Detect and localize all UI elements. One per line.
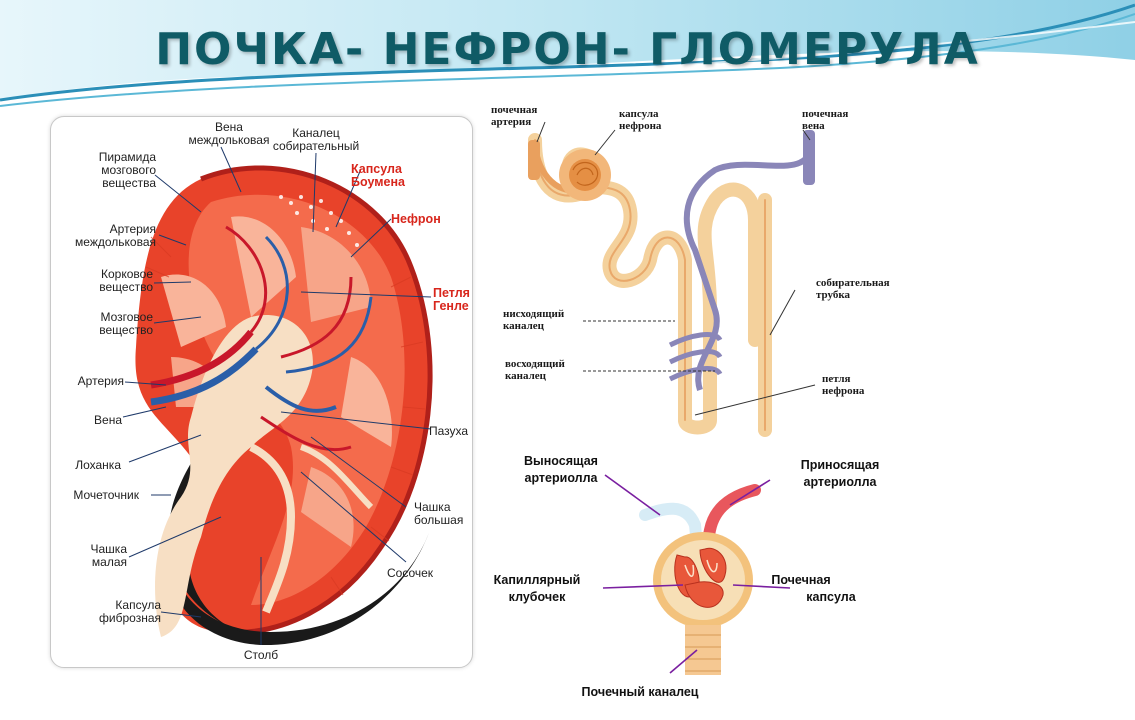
label-artery: Артерия [78, 374, 124, 388]
label-ureter: Мочеточник [73, 488, 139, 502]
label-renal-tubule: Почечный каналец [582, 685, 699, 699]
label-papilla: Сосочек [387, 566, 434, 580]
label-column: Столб [244, 648, 278, 662]
title-banner [0, 0, 1135, 107]
page-title: ПОЧКА- НЕФРОН- ГЛОМЕРУЛА [155, 24, 980, 75]
label-nephron: Нефрон [391, 212, 441, 226]
label-pelvis: Лоханка [75, 458, 121, 472]
label-vein: Вена [94, 413, 122, 427]
label-sinus: Пазуха [429, 424, 468, 438]
